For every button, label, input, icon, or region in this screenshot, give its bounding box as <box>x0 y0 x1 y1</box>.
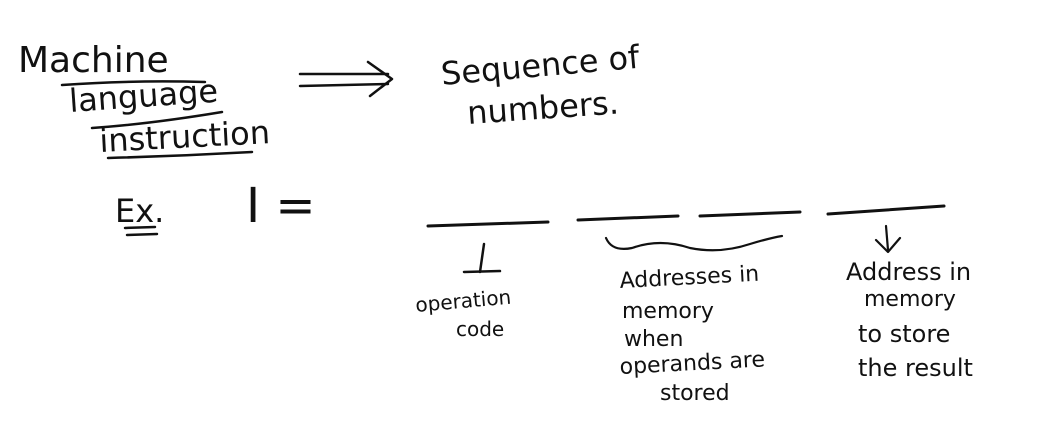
instruction-fields <box>426 204 946 228</box>
annotation-result-line-4: the result <box>858 354 973 382</box>
annotation-result-line-3: to store <box>858 320 950 348</box>
annotation-result-line-2: memory <box>864 287 956 312</box>
example-underline-1 <box>123 225 157 230</box>
annotation-operands-line-3: when <box>624 327 683 352</box>
result-pointer-arrow-icon <box>874 224 902 254</box>
field-blank-operand-1 <box>576 214 680 222</box>
result-line-2: numbers. <box>466 83 620 131</box>
annotation-opcode-line-2: code <box>456 317 504 341</box>
title-underline-1 <box>60 80 207 87</box>
field-blank-operand-2 <box>698 210 802 218</box>
field-pointers <box>462 224 902 274</box>
annotation-opcode: operation code <box>414 285 512 341</box>
annotation-result-line-1: Address in <box>846 258 971 286</box>
opcode-pointer-arrow-icon <box>462 242 502 274</box>
title-underline-2 <box>90 110 224 130</box>
example-expression: I = <box>246 178 316 234</box>
annotation-operands-line-4: operands are <box>619 347 766 380</box>
example-underline-2 <box>125 232 159 237</box>
annotation-operands-line-1: Addresses in <box>619 262 760 294</box>
annotation-operands: Addresses in memory when operands are st… <box>619 262 766 406</box>
annotation-opcode-line-1: operation <box>414 285 512 317</box>
title-block: Machine language instruction <box>18 40 271 160</box>
field-blank-opcode <box>426 220 550 228</box>
field-blank-result <box>826 204 946 216</box>
implies-arrow-icon <box>298 60 394 98</box>
title-underline-3 <box>106 150 254 160</box>
annotation-operands-line-2: memory <box>622 299 714 324</box>
result-text-block: Sequence of numbers. <box>439 38 641 132</box>
operands-brace-icon <box>604 234 784 252</box>
example-label: Ex. <box>115 192 164 230</box>
example-block: Ex. I = <box>115 178 316 237</box>
annotation-result: Address in memory to store the result <box>846 258 973 382</box>
title-line-1: Machine <box>18 40 169 81</box>
annotation-operands-line-5: stored <box>660 381 730 406</box>
